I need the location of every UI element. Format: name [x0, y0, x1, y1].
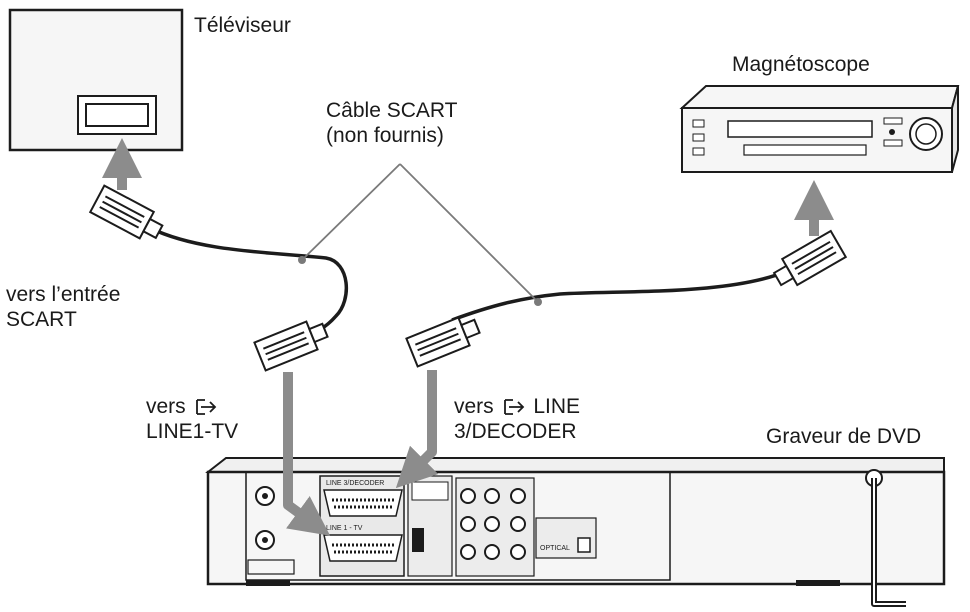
- label-cable-line2: (non fournis): [326, 124, 444, 147]
- label-to-scart-line1: vers l’entrée: [6, 283, 121, 306]
- label-to-line3-prefix: vers: [454, 395, 494, 418]
- leader-dot-right: [534, 298, 542, 306]
- vcr: [679, 85, 960, 173]
- scart-input-arrow-icon: [503, 399, 524, 415]
- leader-lines: [301, 163, 539, 303]
- connection-arrows: [102, 138, 834, 536]
- label-tv: Téléviseur: [194, 14, 291, 37]
- scart-plug-tv: [88, 184, 164, 240]
- panel-label-line3-decoder: LINE 3/DECODER: [326, 480, 384, 487]
- label-to-line1-prefix: vers: [146, 395, 186, 418]
- label-to-line1: vers LINE1-TV: [146, 394, 238, 444]
- label-to-line3-word: LINE: [533, 395, 581, 418]
- arrow-to-line3: [395, 370, 439, 489]
- label-vcr: Magnétoscope: [732, 53, 870, 76]
- scart-plug-recorder-line1: [253, 320, 329, 372]
- arrow-to-line1: [283, 372, 331, 536]
- scart-plug-vcr: [772, 229, 848, 287]
- panel-label-line1-tv: LINE 1 - TV: [326, 525, 363, 532]
- television: [8, 8, 184, 152]
- cable-vcr-to-recorder: [451, 268, 791, 322]
- panel-label-optical: OPTICAL: [540, 545, 570, 552]
- scart-plug-recorder-line3: [405, 316, 481, 368]
- label-cable-line1: Câble SCART: [326, 99, 458, 122]
- label-to-scart: vers l’entrée SCART: [6, 282, 120, 332]
- label-to-line1-suffix: LINE1-TV: [146, 420, 239, 443]
- label-recorder: Graveur de DVD: [766, 425, 922, 448]
- dvd-recorder: LINE 3/DECODER LINE 1 - TV OPTICAL: [205, 457, 946, 607]
- label-to-line3-suffix: 3/DECODER: [454, 420, 577, 443]
- label-to-line3: vers LINE 3/DECODER: [454, 394, 580, 444]
- label-to-scart-line2: SCART: [6, 308, 77, 331]
- leader-dot-left: [298, 256, 306, 264]
- scart-input-arrow-icon: [195, 399, 216, 415]
- label-cable: Câble SCART (non fournis): [326, 98, 458, 148]
